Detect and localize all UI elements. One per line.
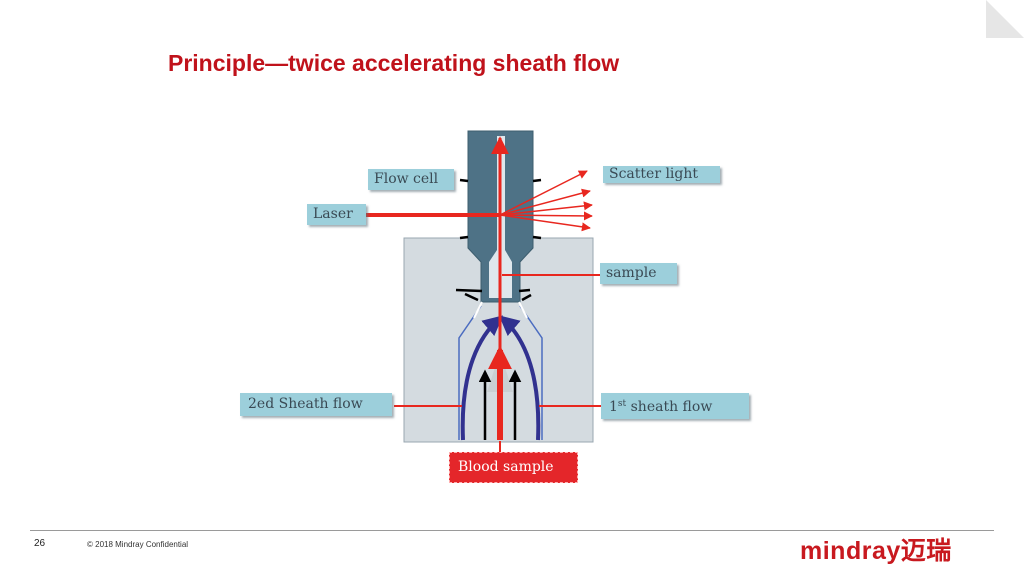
page-number: 26 (34, 538, 46, 549)
brand-logo: mindray迈瑞 (800, 537, 952, 565)
first-sheath-flow-label: 1st sheath flow (601, 393, 749, 419)
second-sheath-flow-label: 2ed Sheath flow (240, 393, 392, 416)
scatter-rays (499, 170, 593, 232)
copyright-notice: © 2018 Mindray Confidential (87, 540, 189, 549)
sheath-arrow-left (460, 315, 504, 441)
first-sheath-number: 1 (609, 399, 618, 415)
blood-sample-label: Blood sample (449, 452, 578, 483)
flow-cell-label: Flow cell (368, 169, 454, 190)
footer-divider (30, 530, 994, 531)
leader-lines (394, 274, 601, 452)
sheath-arrow-right (498, 315, 541, 441)
lens-marks (455, 178, 542, 302)
scatter-light-label: Scatter light (603, 166, 720, 183)
laser-label: Laser (307, 204, 366, 225)
slide-title: Principle—twice accelerating sheath flow (168, 50, 620, 76)
inner-funnel (473, 301, 528, 319)
page-corner-fold (986, 0, 1024, 38)
first-sheath-ordinal: st (617, 399, 627, 409)
sample-label: sample (600, 263, 677, 284)
first-sheath-text: sheath flow (626, 399, 713, 415)
